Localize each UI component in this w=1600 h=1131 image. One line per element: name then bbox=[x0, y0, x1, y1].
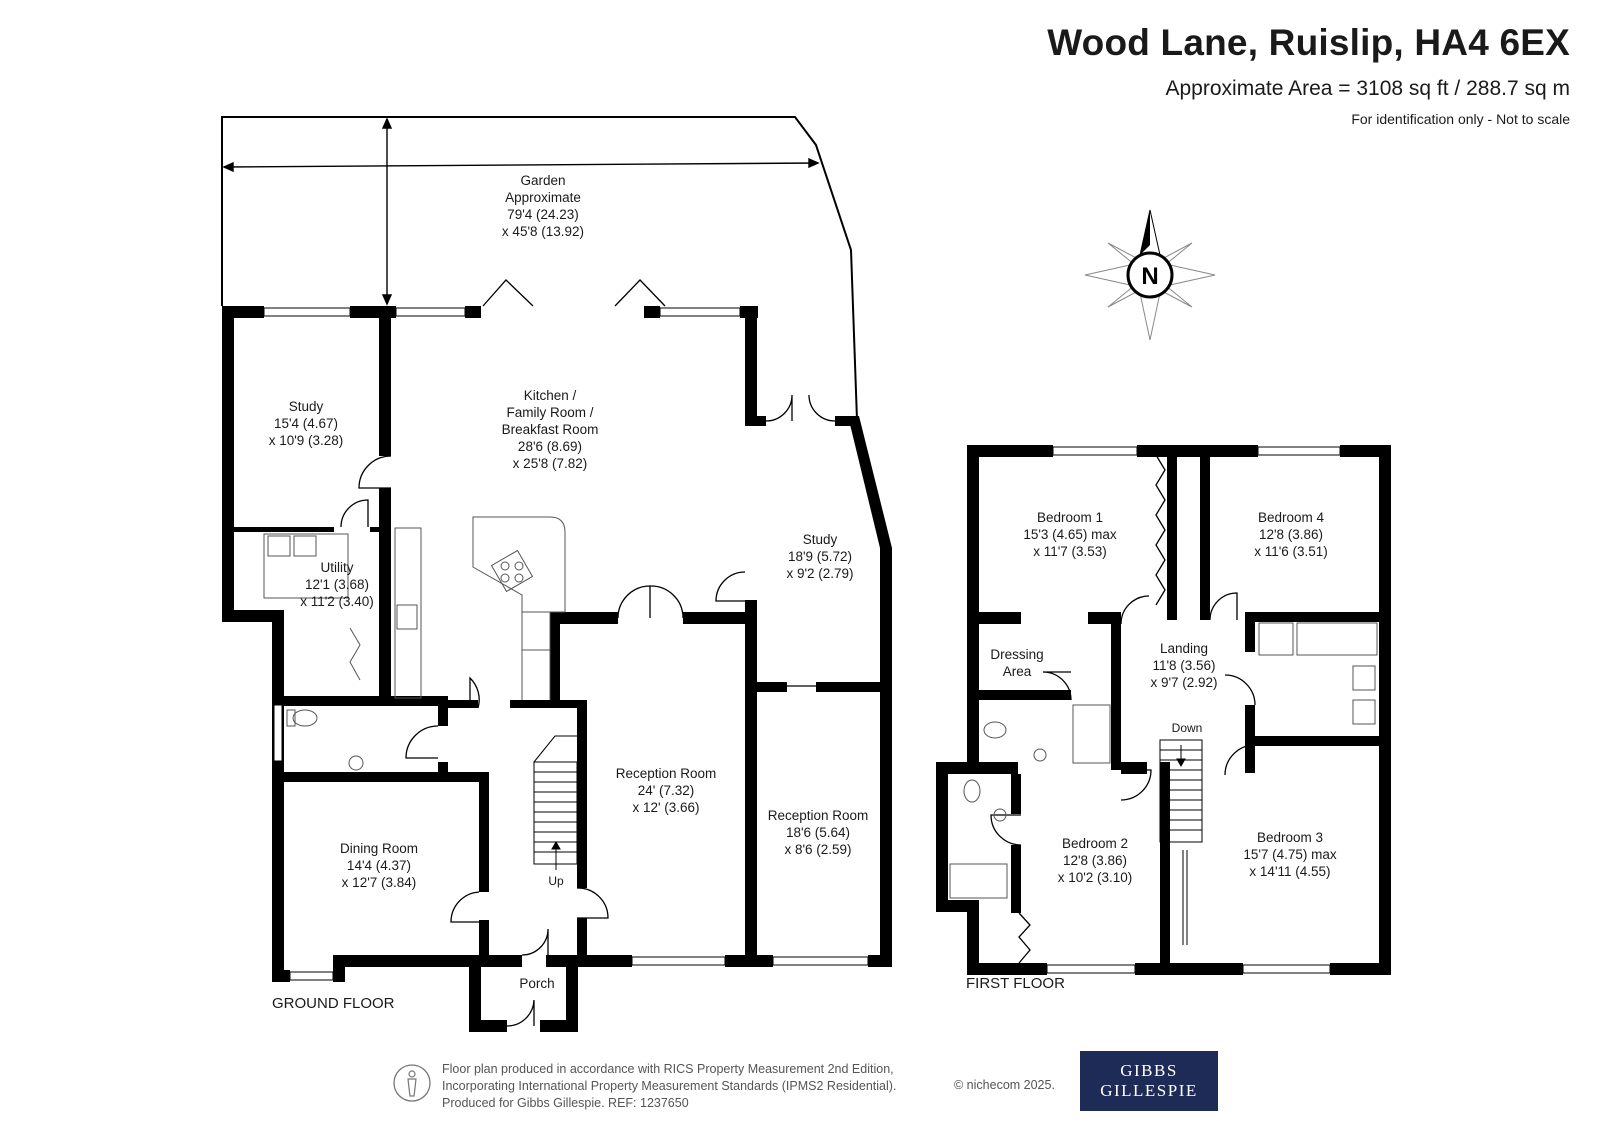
room-label-dressing-area: Dressing Area bbox=[990, 647, 1044, 679]
room-label-landing: Landing 11'8 (3.56) x 9'7 (2.92) bbox=[1150, 641, 1218, 690]
footer-credits: Floor plan produced in accordance with R… bbox=[442, 1061, 896, 1112]
room-label-garden: Garden Approximate 79'4 (24.23) x 45'8 (… bbox=[501, 173, 585, 239]
footer-line-3: Produced for Gibbs Gillespie. REF: 12376… bbox=[442, 1096, 689, 1110]
person-icon bbox=[393, 1064, 431, 1102]
garden-arrows bbox=[222, 117, 820, 306]
room-label-bedroom-2: Bedroom 2 12'8 (3.86) x 10'2 (3.10) bbox=[1057, 836, 1133, 885]
room-label-bedroom-4: Bedroom 4 12'8 (3.86) x 11'6 (3.51) bbox=[1254, 510, 1328, 559]
first-floor-doors bbox=[990, 454, 1256, 964]
footer-line-1: Floor plan produced in accordance with R… bbox=[442, 1062, 894, 1076]
room-label-kitchen: Kitchen / Family Room / Breakfast Room 2… bbox=[501, 388, 599, 471]
room-label-bedroom-1: Bedroom 1 15'3 (4.65) max x 11'7 (3.53) bbox=[1023, 510, 1117, 559]
stairs-up-label: Up bbox=[548, 874, 564, 888]
copyright: © nichecom 2025. bbox=[954, 1078, 1055, 1092]
ground-floor-label: GROUND FLOOR bbox=[272, 995, 395, 1012]
property-title: Wood Lane, Ruislip, HA4 6EX bbox=[1047, 22, 1570, 63]
first-floor-label: FIRST FLOOR bbox=[966, 975, 1065, 992]
utility-fittings bbox=[263, 533, 361, 681]
room-label-dining: Dining Room 14'4 (4.37) x 12'7 (3.84) bbox=[339, 841, 419, 890]
ground-stairs bbox=[533, 735, 578, 870]
first-floor-fittings bbox=[949, 622, 1378, 899]
ground-floor-walls bbox=[222, 306, 892, 1032]
first-floor-walls bbox=[936, 445, 1391, 975]
room-label-reception-1: Reception Room 24' (7.32) x 12' (3.66) bbox=[615, 766, 717, 815]
room-label-study-2: Study 18'9 (5.72) x 9'2 (2.79) bbox=[786, 532, 854, 581]
room-label-study-1: Study 15'4 (4.67) x 10'9 (3.28) bbox=[268, 399, 344, 448]
windows bbox=[263, 307, 869, 981]
gibbs-gillespie-logo: GIBBS GILLESPIE bbox=[1080, 1051, 1218, 1111]
stairs-down-label: Down bbox=[1171, 721, 1203, 735]
kitchen-fittings bbox=[394, 516, 566, 700]
doors bbox=[340, 279, 836, 1027]
north-compass-icon: N bbox=[1084, 209, 1216, 341]
room-label-utility: Utility 12'1 (3.68) x 11'2 (3.40) bbox=[300, 560, 374, 609]
compass-north-label: N bbox=[1141, 263, 1158, 290]
garden-boundary bbox=[221, 116, 858, 421]
footer-line-2: Incorporating International Property Mea… bbox=[442, 1079, 897, 1093]
room-label-reception-2: Reception Room 18'6 (5.64) x 8'6 (2.59) bbox=[767, 808, 869, 857]
room-label-bedroom-3: Bedroom 3 15'7 (4.75) max x 14'11 (4.55) bbox=[1243, 830, 1337, 879]
approximate-area: Approximate Area = 3108 sq ft / 288.7 sq… bbox=[1165, 77, 1571, 100]
room-label-porch: Porch bbox=[519, 976, 555, 991]
wc-fittings bbox=[286, 709, 364, 771]
first-floor-stairs bbox=[1159, 739, 1203, 945]
scale-disclaimer: For identification only - Not to scale bbox=[1351, 111, 1570, 127]
first-floor-windows bbox=[1046, 446, 1341, 974]
